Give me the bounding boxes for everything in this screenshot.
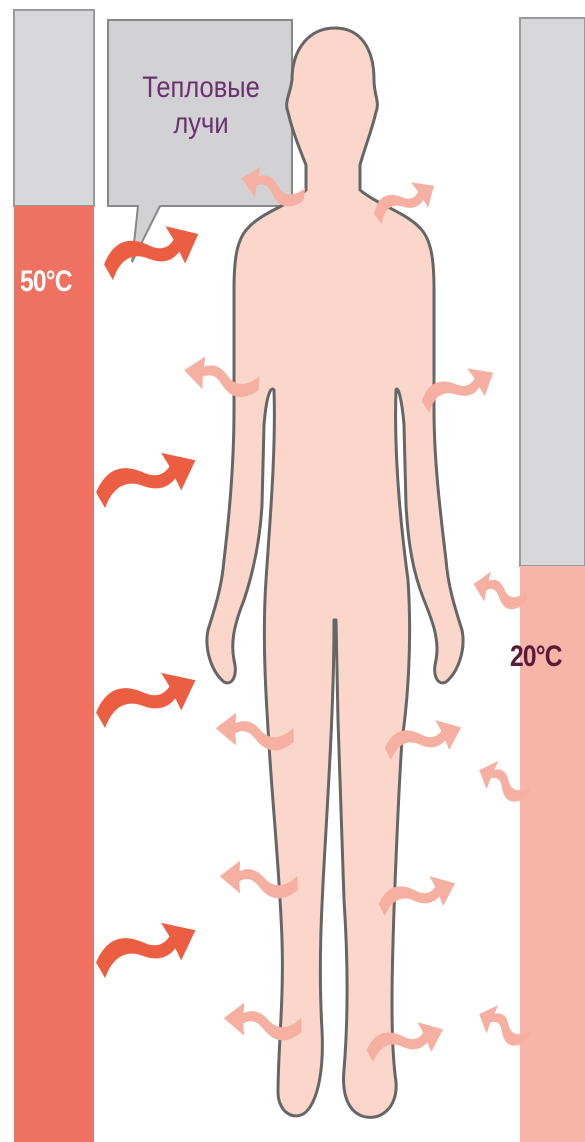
callout-label: Тепловые лучи — [125, 70, 276, 142]
hot-wall-rays — [91, 217, 206, 985]
callout-line-2: лучи — [125, 106, 276, 142]
heat-ray-arrow — [91, 914, 203, 986]
heat-ray-arrow — [91, 444, 203, 516]
hot-wall-temperature: 50°C — [20, 265, 72, 299]
hot-wall-fill — [14, 206, 94, 1142]
cold-wall-empty — [520, 18, 585, 566]
cold-wall — [520, 18, 585, 1142]
callout-line-1: Тепловые — [125, 70, 276, 106]
heat-ray-arrow — [91, 664, 203, 736]
cold-wall-temperature: 20°C — [510, 640, 562, 674]
heat-ray-arrow — [99, 217, 206, 287]
hot-wall-empty — [14, 10, 94, 206]
hot-wall — [14, 10, 94, 1142]
